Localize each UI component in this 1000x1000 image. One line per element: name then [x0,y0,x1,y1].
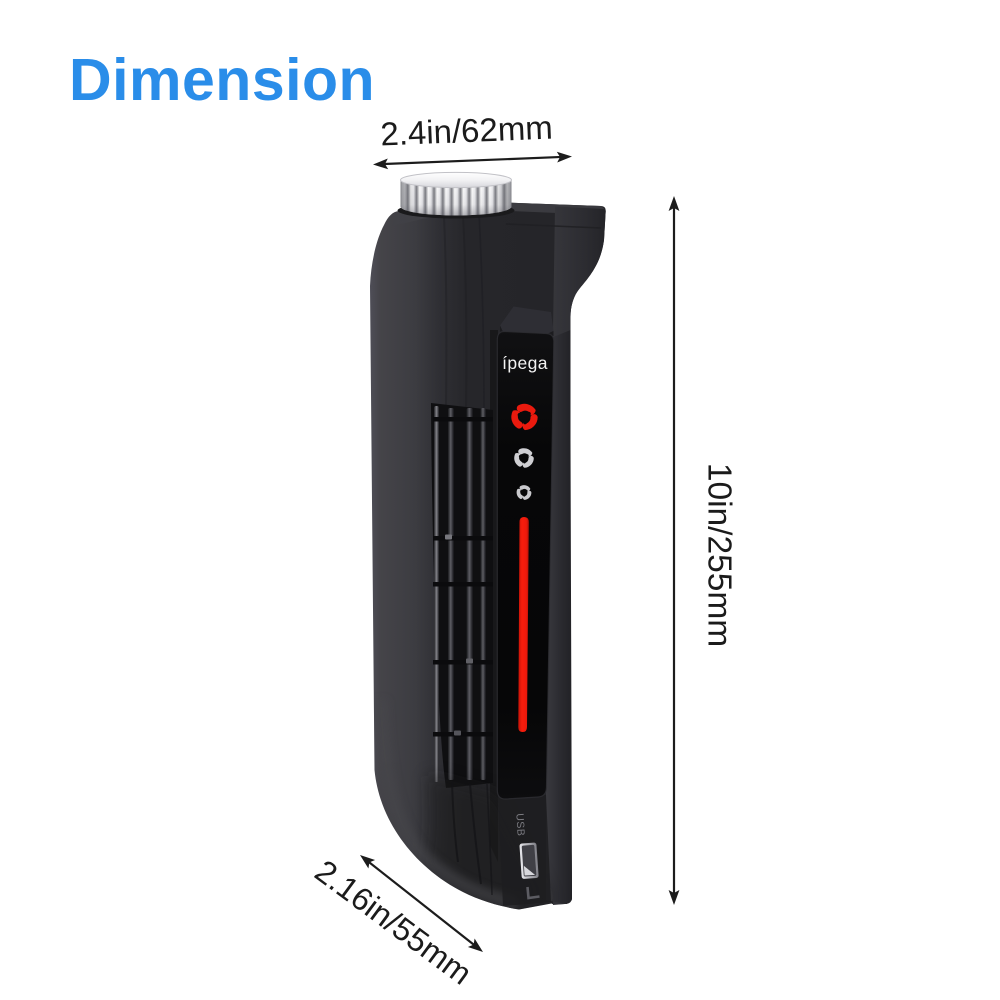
svg-text:Dimension: Dimension [69,47,375,113]
svg-text:10in/255mm: 10in/255mm [701,463,738,647]
svg-text:USB: USB [513,813,526,837]
svg-text:2.4in/62mm: 2.4in/62mm [380,109,554,153]
svg-text:ípega: ípega [502,353,548,373]
